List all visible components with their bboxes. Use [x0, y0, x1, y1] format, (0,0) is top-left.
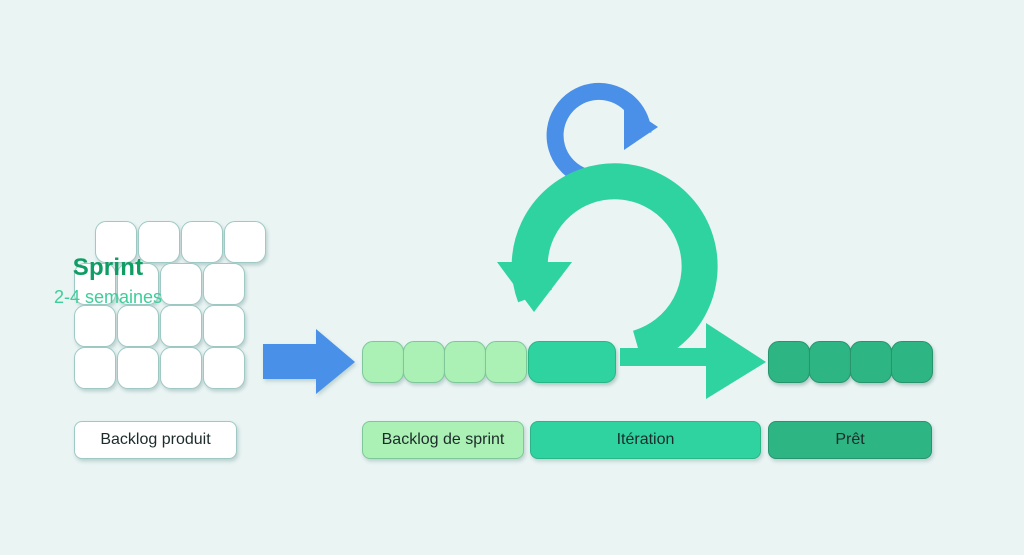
- backlog-card[interactable]: [74, 305, 116, 347]
- iteration-card[interactable]: [528, 341, 616, 383]
- sprint-backlog-card[interactable]: [403, 341, 445, 383]
- backlog-card[interactable]: [117, 263, 159, 305]
- backlog-card[interactable]: [95, 221, 137, 263]
- label-iteration[interactable]: Itération: [530, 421, 761, 459]
- ready-card[interactable]: [809, 341, 851, 383]
- backlog-card[interactable]: [203, 347, 245, 389]
- backlog-card[interactable]: [117, 305, 159, 347]
- label-backlog-de-sprint-text: Backlog de sprint: [381, 431, 505, 448]
- backlog-card[interactable]: [138, 221, 180, 263]
- ready-card[interactable]: [891, 341, 933, 383]
- backlog-card[interactable]: [203, 263, 245, 305]
- backlog-card[interactable]: [203, 305, 245, 347]
- arrow-right-green-icon: [706, 323, 766, 399]
- sprint-cycle-arc: [497, 163, 766, 399]
- label-iteration-text: Itération: [616, 431, 675, 448]
- label-backlog-produit[interactable]: Backlog produit: [74, 421, 237, 459]
- backlog-card[interactable]: [74, 347, 116, 389]
- backlog-card[interactable]: [224, 221, 266, 263]
- backlog-card[interactable]: [160, 305, 202, 347]
- sprint-backlog-card[interactable]: [444, 341, 486, 383]
- ready-card[interactable]: [768, 341, 810, 383]
- label-pret[interactable]: Prêt: [768, 421, 932, 459]
- arrow-down-green-icon: [497, 262, 572, 312]
- label-pret-text: Prêt: [835, 431, 865, 448]
- backlog-card[interactable]: [117, 347, 159, 389]
- label-backlog-de-sprint[interactable]: Backlog de sprint: [362, 421, 524, 459]
- backlog-card[interactable]: [181, 221, 223, 263]
- sprint-backlog-card[interactable]: [485, 341, 527, 383]
- label-backlog-produit-text: Backlog produit: [100, 431, 211, 448]
- backlog-card[interactable]: [74, 263, 116, 305]
- ready-card[interactable]: [850, 341, 892, 383]
- backlog-card[interactable]: [160, 347, 202, 389]
- arrow-right-blue-icon: [263, 329, 355, 394]
- sprint-backlog-card[interactable]: [362, 341, 404, 383]
- backlog-card[interactable]: [160, 263, 202, 305]
